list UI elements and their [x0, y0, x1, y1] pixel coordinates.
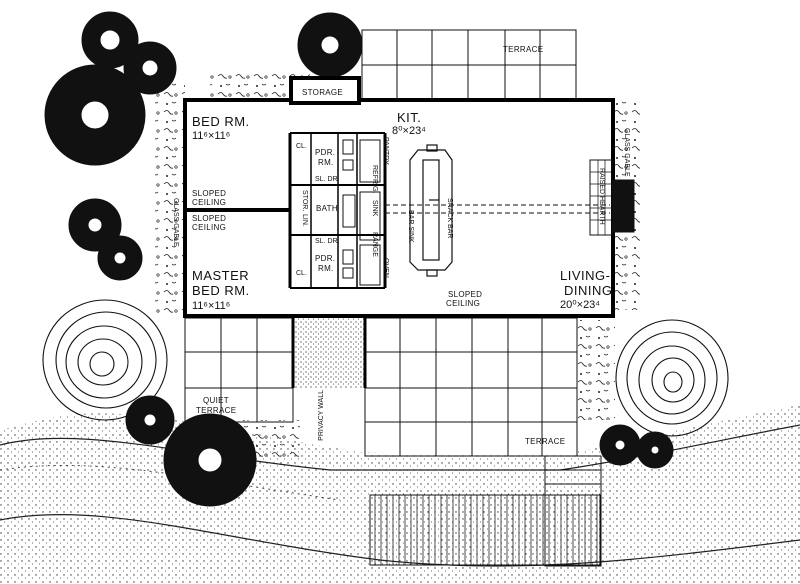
sloped-ceiling-bottom: SLOPED [192, 214, 227, 223]
living-dining-label-2: DINING [564, 283, 613, 298]
closet-bottom-label: CL. [296, 270, 307, 277]
sloped-ceiling-top: SLOPED [192, 189, 227, 198]
bath-label: BATH [316, 204, 338, 213]
powder-room-top-label-2: RM. [318, 158, 334, 167]
sloped-ceiling-top-2: CEILING [192, 198, 227, 207]
master-bedroom-label: MASTER [192, 268, 250, 283]
glass-gable-right: GLASS GABLE [623, 128, 630, 177]
snack-bar-counter [409, 144, 453, 277]
terrace-bottom-label: TERRACE [525, 437, 566, 446]
bar-sink-label: BAR SINK [407, 210, 414, 243]
contour-mound-left [42, 299, 168, 421]
kitchen-label: KIT. [397, 110, 422, 125]
raised-hearth-label: RAISED HEARTH [598, 168, 605, 225]
privacy-wall-label: PRIVACY WALL [318, 390, 325, 441]
oven-label: OVEN [382, 258, 389, 278]
terrace-top-grid [361, 29, 577, 101]
refrigerator-label: REFRIG. [371, 165, 378, 194]
powder-room-top-label: PDR. [315, 148, 336, 157]
terrace-bottom-grid [364, 317, 578, 457]
entry-steps [369, 455, 602, 567]
storage-label: STORAGE [302, 88, 344, 97]
quiet-terrace-label-2: TERRACE [196, 406, 237, 415]
quiet-terrace-label: QUIET [203, 396, 229, 405]
fixtures [342, 139, 381, 286]
kitchen-size: 8⁰×23⁴ [392, 125, 426, 137]
bedroom-size: 11⁶×11⁶ [192, 130, 231, 142]
beam-lines [385, 204, 610, 214]
pantry-label: PANTRY [382, 137, 389, 165]
sloped-ceiling-bottom-2: CEILING [192, 223, 227, 232]
shrubs [44, 11, 674, 507]
bedroom-label: BED RM. [192, 114, 250, 129]
sliding-door-top: SL. DR. [315, 176, 340, 183]
master-bedroom-size: 11⁶×11⁶ [192, 300, 231, 312]
sink-label: SINK [371, 200, 378, 217]
closet-top-label: CL. [296, 143, 307, 150]
powder-room-bottom-label-2: RM. [318, 264, 334, 273]
contour-mound-right [615, 319, 729, 437]
glass-gable-left: GLASS GABLE [172, 198, 179, 247]
snack-bar-label: SNACK BAR [446, 198, 453, 239]
living-dining-label: LIVING- [560, 268, 611, 283]
sloped-ceiling-living: SLOPED [448, 290, 483, 299]
terrace-top-label: TERRACE [503, 45, 544, 54]
sloped-ceiling-living-2: CEILING [446, 299, 481, 308]
privacy-wall-line [291, 316, 367, 388]
master-bedroom-label-2: BED RM. [192, 283, 250, 298]
linen-closet-label: LIN. [301, 214, 308, 227]
fireplace [589, 159, 635, 236]
sliding-door-bottom: SL. DR. [315, 238, 340, 245]
powder-room-bottom-label: PDR. [315, 254, 336, 263]
storage-closet-label: STOR. [301, 190, 308, 212]
range-label: RANGE [371, 232, 378, 257]
living-dining-size: 20⁰×23⁴ [560, 299, 601, 311]
